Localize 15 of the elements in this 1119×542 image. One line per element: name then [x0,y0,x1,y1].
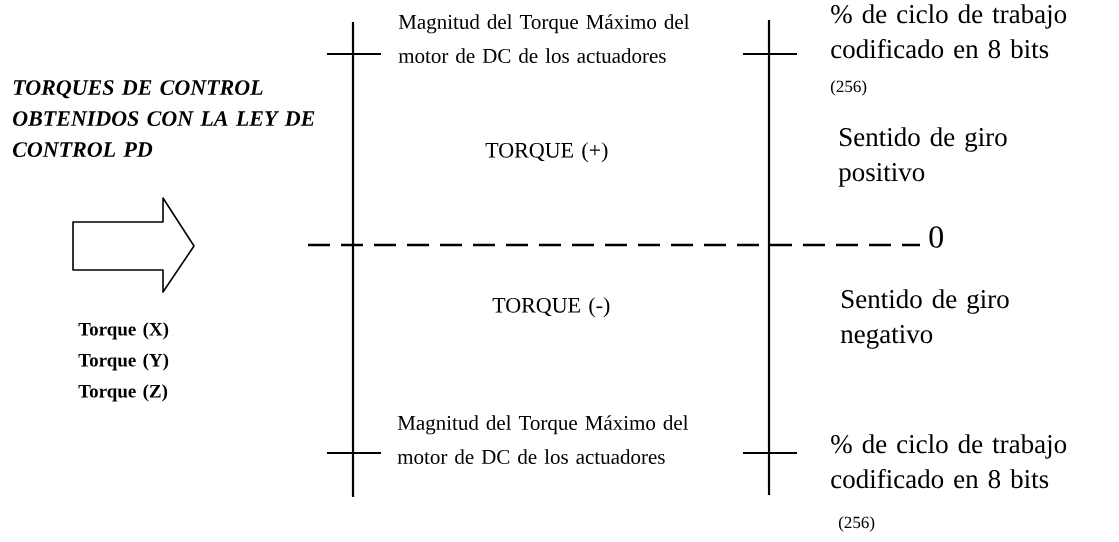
annotation-text: (256) [830,80,867,96]
region-label: TORQUE (-) [492,297,610,318]
annotation-text: (256) [838,516,875,532]
annotation-text: Sentido de giro negativo [840,289,1009,349]
zero-label: 0 [929,226,943,248]
annotation-text: % de ciclo de trabajo codificado en 8 bits [831,434,1067,489]
axis-label: Torque (Y) [78,353,169,371]
annotation-text: % de ciclo de trabajo codificado en 8 bits [831,4,1067,59]
axis-label: Torque (Z) [78,384,168,402]
annotation-text: Magnitud del Torque Máximo del motor de DC de los actuadores [397,415,689,464]
axis-label: Torque (X) [78,322,169,340]
annotation-text: Sentido de giro positivo [838,127,1007,187]
heading-text: TORQUES DE CONTROL OBTENIDOS CON LA LEY DE CONTROL PD [12,80,315,157]
annotation-text: Magnitud del Torque Máximo del motor de DC de los actuadores [398,14,690,63]
region-label: TORQUE (+) [485,142,608,163]
